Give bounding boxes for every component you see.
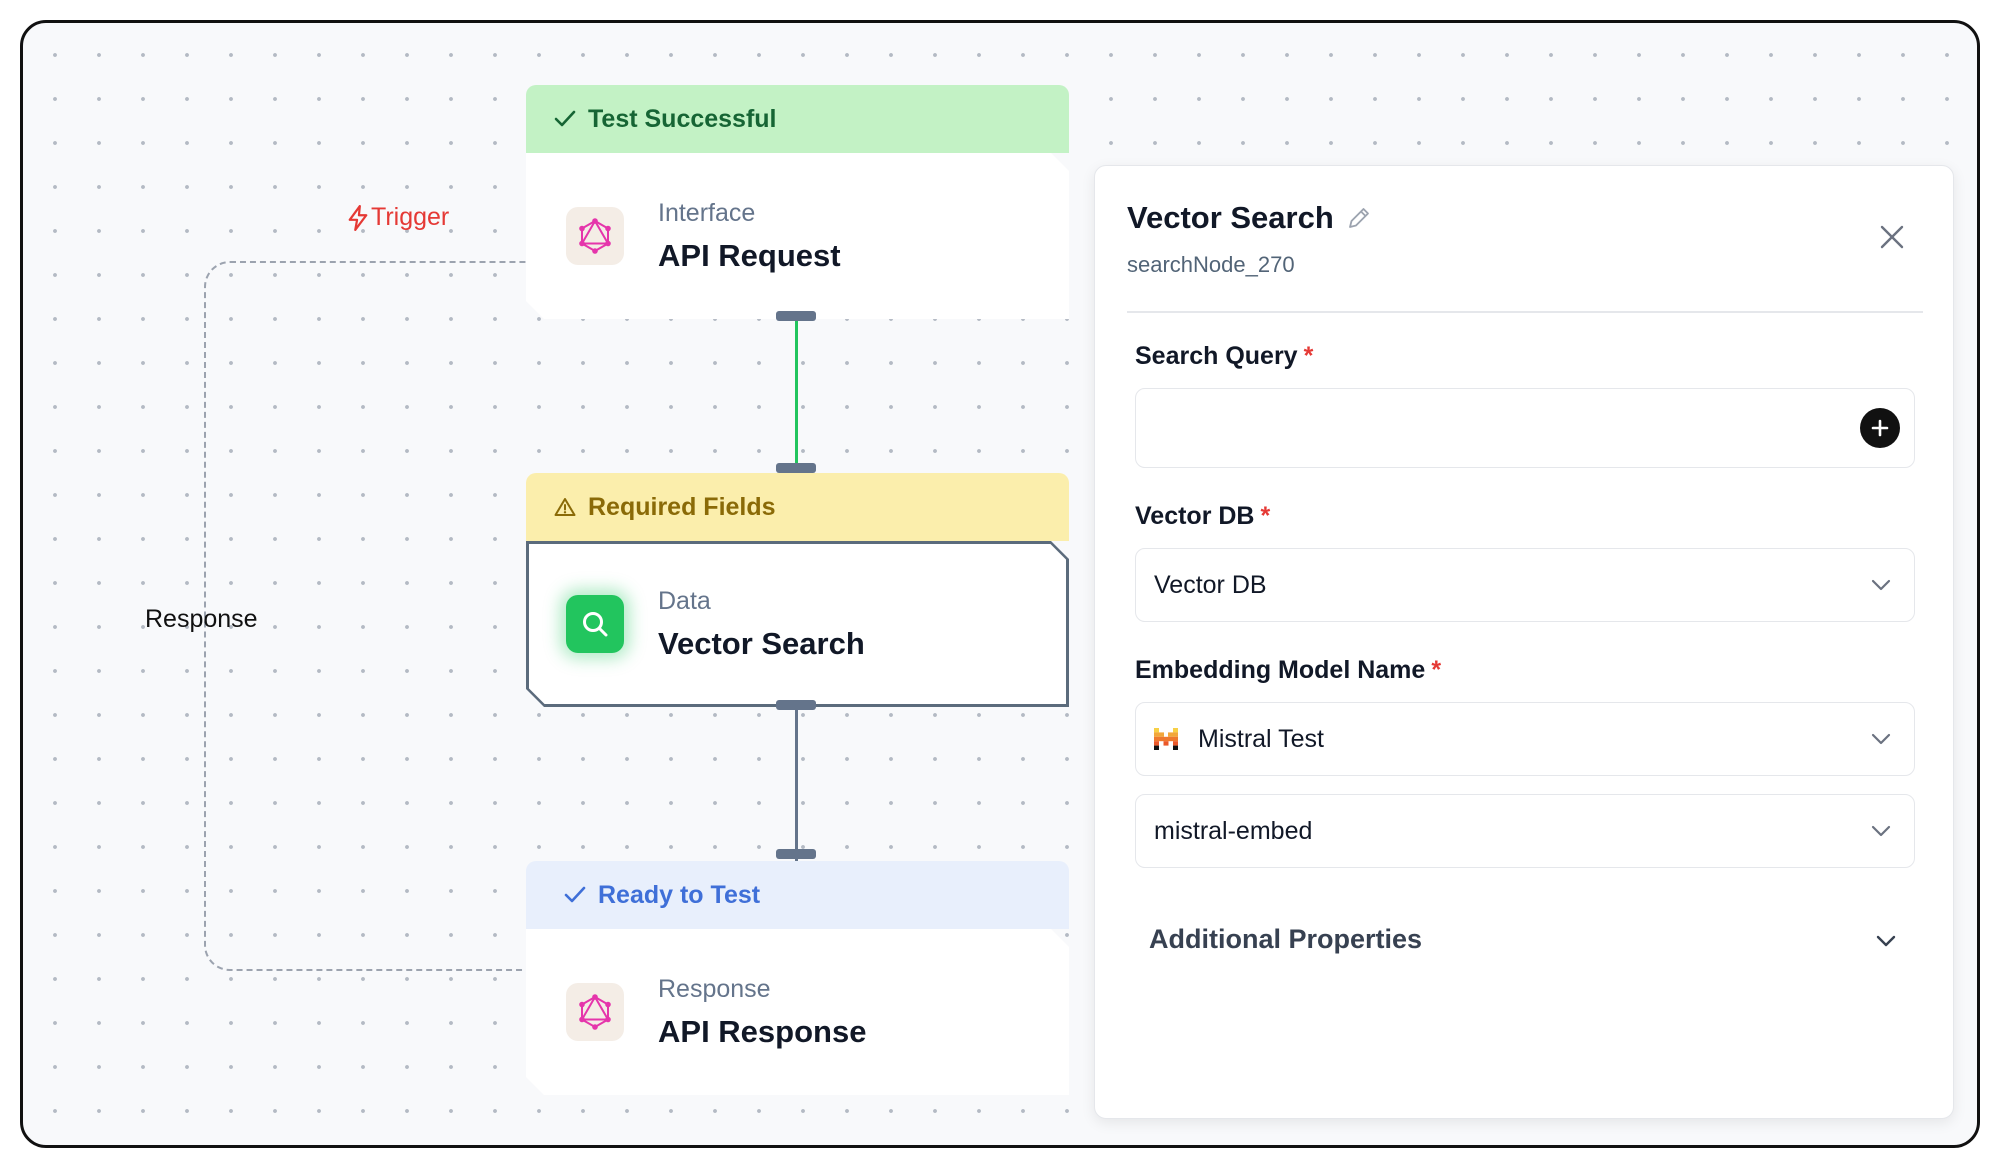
search-icon (566, 595, 624, 653)
search-query-label: Search Query* (1135, 342, 1313, 371)
graphql-icon (566, 983, 624, 1041)
trigger-label: Trigger (347, 203, 449, 232)
response-edge-label: Response (145, 605, 258, 633)
response-connector-edge[interactable] (204, 261, 546, 971)
chevron-down-icon[interactable] (1875, 934, 1897, 948)
panel-title: Vector Search (1127, 200, 1334, 235)
lightning-icon (348, 204, 368, 231)
edge-request-to-search[interactable] (795, 315, 798, 475)
plus-icon (1871, 419, 1889, 437)
chevron-down-icon (1871, 733, 1891, 745)
warning-icon (554, 498, 576, 516)
required-mark: * (1260, 502, 1271, 530)
panel-divider (1127, 311, 1923, 313)
add-variable-button[interactable] (1860, 408, 1900, 448)
pencil-icon[interactable] (1346, 205, 1372, 231)
required-mark: * (1431, 656, 1442, 684)
node-category: Interface (658, 198, 756, 227)
node-status-banner: Ready to Test (526, 861, 1069, 929)
node-status-banner: Required Fields (526, 473, 1069, 541)
embedding-provider-value: Mistral Test (1198, 724, 1324, 753)
search-query-input[interactable] (1135, 388, 1915, 468)
node-category: Data (658, 586, 711, 615)
chevron-down-icon (1871, 579, 1891, 591)
node-id: searchNode_270 (1127, 252, 1295, 277)
trigger-label-text: Trigger (371, 203, 450, 231)
node-name: Vector Search (658, 625, 865, 661)
required-mark: * (1303, 342, 1314, 370)
check-icon (564, 886, 586, 903)
node-status-text: Test Successful (588, 104, 777, 133)
vector-db-select[interactable]: Vector DB (1135, 548, 1915, 622)
embedding-model-label: Embedding Model Name* (1135, 656, 1441, 685)
embedding-provider-select[interactable]: Mistral Test (1135, 702, 1915, 776)
node-output-handle[interactable] (776, 700, 816, 710)
embedding-model-value: mistral-embed (1154, 816, 1313, 845)
node-name: API Request (658, 237, 841, 273)
additional-properties-toggle[interactable]: Additional Properties (1149, 924, 1423, 954)
check-icon (554, 110, 576, 127)
node-vector-search[interactable]: Required Fields Data Vector Search (526, 473, 1069, 707)
node-card[interactable]: Response API Response (526, 929, 1069, 1095)
vector-db-label-text: Vector DB (1135, 502, 1255, 530)
workflow-canvas[interactable]: Trigger Response Test Successful (20, 20, 1980, 1148)
node-name: API Response (658, 1013, 867, 1049)
node-input-handle[interactable] (776, 849, 816, 859)
chevron-down-icon (1871, 825, 1891, 837)
graphql-icon (566, 207, 624, 265)
node-card[interactable]: Interface API Request (526, 153, 1069, 319)
mistral-logo-icon (1154, 728, 1178, 750)
node-input-handle[interactable] (776, 463, 816, 473)
vector-db-value: Vector DB (1154, 570, 1267, 599)
embedding-model-label-text: Embedding Model Name (1135, 656, 1426, 684)
node-status-text: Required Fields (588, 492, 776, 521)
search-query-label-text: Search Query (1135, 342, 1298, 370)
embedding-model-select[interactable]: mistral-embed (1135, 794, 1915, 868)
node-api-response[interactable]: Ready to Test Response API Response (526, 861, 1069, 1095)
node-status-banner: Test Successful (526, 85, 1069, 153)
edge-search-to-response[interactable] (795, 703, 798, 873)
node-status-text: Ready to Test (598, 880, 761, 909)
node-api-request[interactable]: Test Successful Interface API Request (526, 85, 1069, 319)
close-icon[interactable] (1877, 222, 1907, 252)
node-card-selected[interactable]: Data Vector Search (526, 541, 1069, 707)
vector-db-label: Vector DB* (1135, 502, 1270, 531)
node-config-panel: Vector Search searchNode_270 Search Quer… (1094, 165, 1954, 1119)
node-output-handle[interactable] (776, 311, 816, 321)
node-category: Response (658, 974, 771, 1003)
